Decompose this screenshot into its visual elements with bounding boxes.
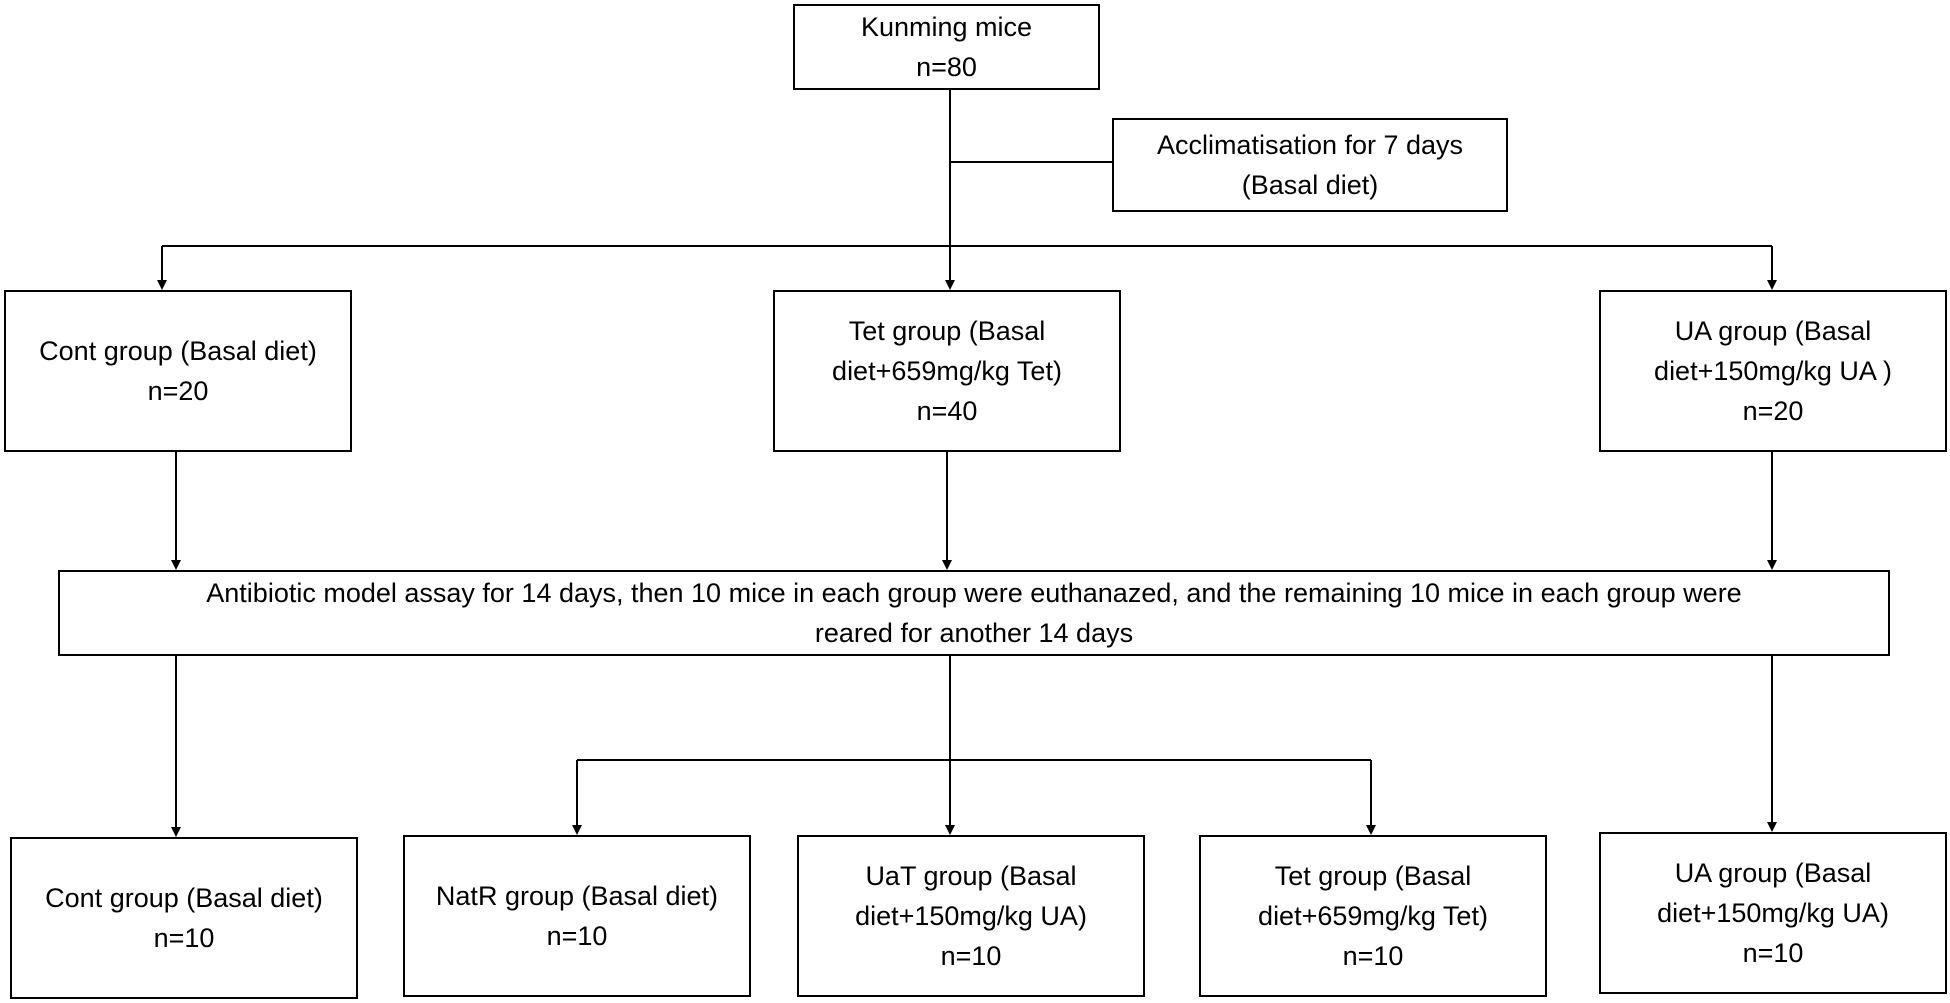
- assay-line1: Antibiotic model assay for 14 days, then…: [206, 578, 1742, 608]
- natr-group-count: n=10: [546, 921, 608, 951]
- ua-group-box: UA group (Basal diet+150mg/kg UA ) n=20: [1599, 290, 1947, 452]
- tet-group-count: n=40: [916, 396, 978, 426]
- start-count: n=80: [916, 52, 977, 82]
- assay-box: Antibiotic model assay for 14 days, then…: [58, 570, 1890, 656]
- acclimatisation-box: Acclimatisation for 7 days (Basal diet): [1112, 118, 1508, 212]
- tet-group-box: Tet group (Basal diet+659mg/kg Tet) n=40: [773, 290, 1121, 452]
- ua-group-final-count: n=10: [1742, 938, 1804, 968]
- acclimatisation-line1: Acclimatisation for 7 days: [1156, 130, 1464, 160]
- ua-group-final-label-line2: diet+150mg/kg UA): [1657, 898, 1889, 928]
- cont-group-count: n=20: [147, 376, 209, 406]
- cont-group-final-count: n=10: [153, 923, 215, 953]
- natr-group-label: NatR group (Basal diet): [435, 881, 719, 911]
- tet-group-final-label-line1: Tet group (Basal: [1274, 861, 1472, 891]
- uat-group-label-line1: UaT group (Basal: [865, 861, 1077, 891]
- ua-group-label-line2: diet+150mg/kg UA ): [1654, 356, 1892, 386]
- ua-group-count: n=20: [1742, 396, 1804, 426]
- cont-group-label: Cont group (Basal diet): [39, 336, 317, 366]
- uat-group-label-line2: diet+150mg/kg UA): [855, 901, 1087, 931]
- uat-group-count: n=10: [940, 941, 1002, 971]
- tet-group-label-line1: Tet group (Basal: [848, 316, 1046, 346]
- ua-group-final-box: UA group (Basal diet+150mg/kg UA) n=10: [1599, 832, 1947, 994]
- tet-group-final-label-line2: diet+659mg/kg Tet): [1258, 901, 1488, 931]
- acclimatisation-line2: (Basal diet): [1241, 170, 1379, 200]
- tet-group-final-box: Tet group (Basal diet+659mg/kg Tet) n=10: [1199, 835, 1547, 997]
- start-title: Kunming mice: [860, 12, 1033, 42]
- cont-group-final-box: Cont group (Basal diet) n=10: [10, 837, 358, 999]
- natr-group-box: NatR group (Basal diet) n=10: [403, 835, 751, 997]
- assay-line2: reared for another 14 days: [814, 618, 1134, 648]
- cont-group-final-label: Cont group (Basal diet): [45, 883, 323, 913]
- cont-group-box: Cont group (Basal diet) n=20: [4, 290, 352, 452]
- tet-group-final-count: n=10: [1342, 941, 1404, 971]
- ua-group-label-line1: UA group (Basal: [1674, 316, 1872, 346]
- tet-group-label-line2: diet+659mg/kg Tet): [832, 356, 1062, 386]
- ua-group-final-label-line1: UA group (Basal: [1674, 858, 1872, 888]
- start-box: Kunming mice n=80: [793, 4, 1100, 90]
- uat-group-box: UaT group (Basal diet+150mg/kg UA) n=10: [797, 835, 1145, 997]
